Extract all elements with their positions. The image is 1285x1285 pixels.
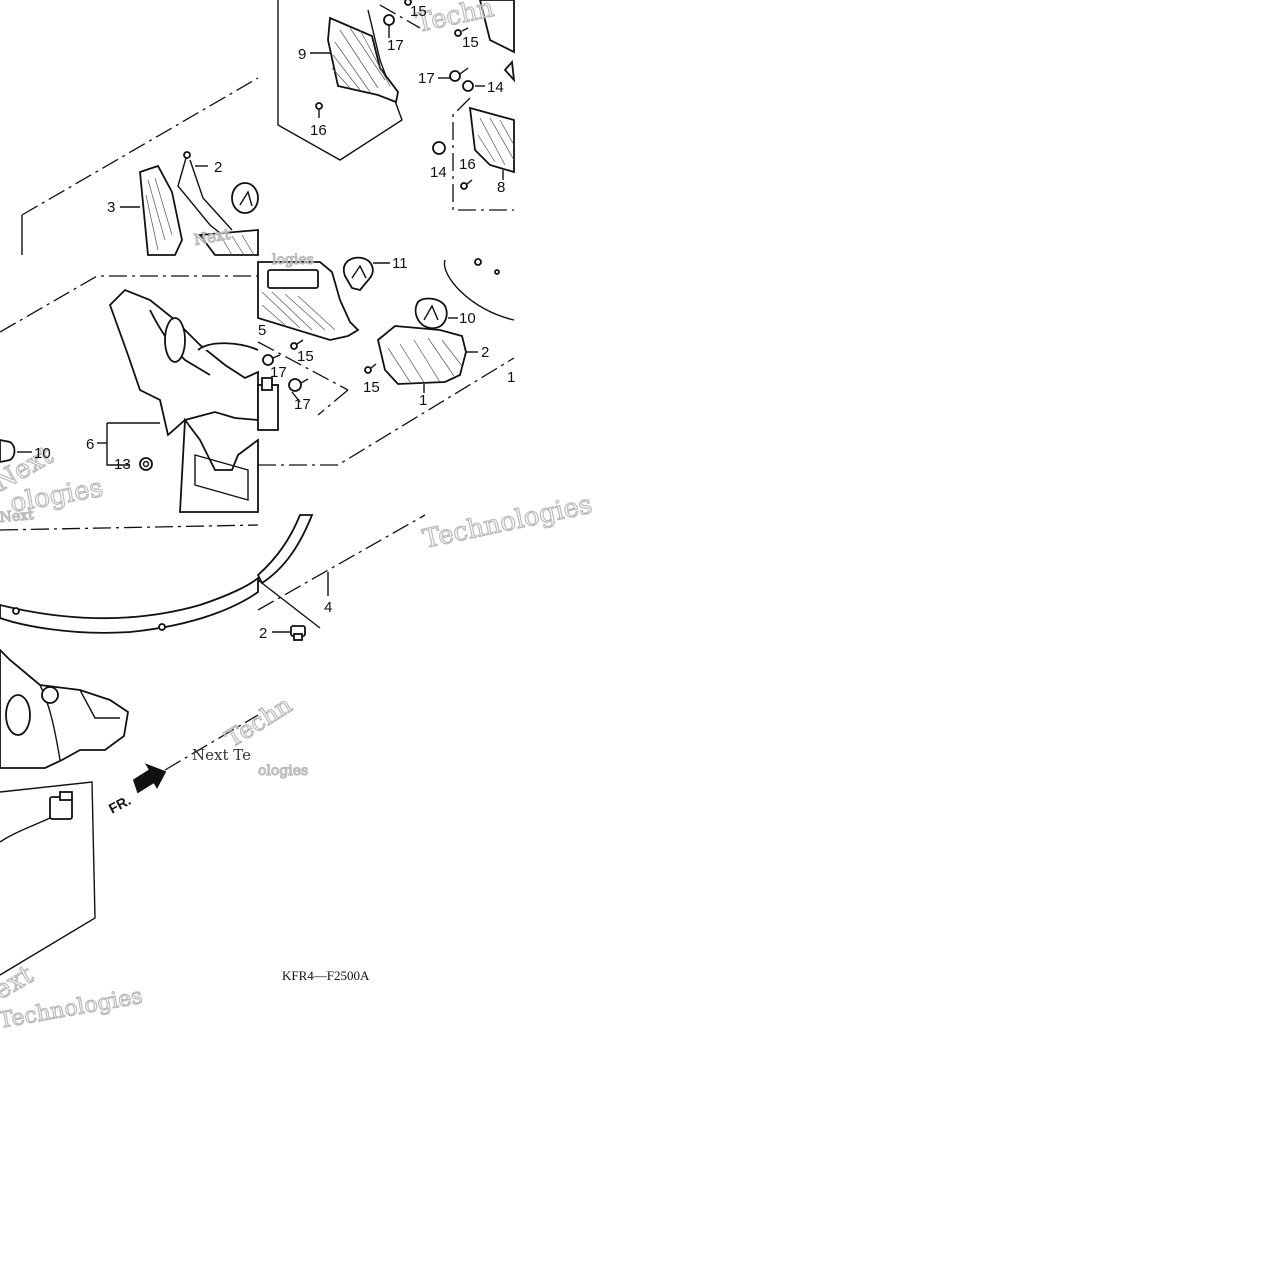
- screw-15-c: [290, 339, 304, 350]
- lens-9: [327, 16, 399, 104]
- callout-15: 15: [462, 34, 479, 51]
- callout-2: 2: [481, 344, 489, 361]
- tile-top-left: [21, 77, 259, 256]
- callout-1: 1: [507, 369, 515, 386]
- watermark-10: ext: [0, 960, 39, 1007]
- fender-4: [256, 514, 314, 585]
- callout-2: 2: [214, 159, 222, 176]
- callout-5: 5: [258, 322, 266, 339]
- front-arrow: FR.: [106, 763, 167, 817]
- lens-3: [139, 164, 183, 256]
- diagram-code: KFR4—F2500A: [282, 968, 370, 983]
- bolt-17-d: [288, 378, 309, 392]
- callout-2: 2: [259, 625, 267, 642]
- callout-17: 17: [387, 37, 404, 54]
- rear-cowl: [108, 288, 259, 437]
- bolt-17-b: [449, 67, 469, 82]
- tile-bottom-middle: [164, 514, 426, 771]
- screw-15-b: [454, 27, 469, 37]
- callouts: 15 17 9 15 17 14 16 14 16 8 2 3 11 10 2 …: [34, 3, 515, 642]
- bolt-17-a: [383, 14, 395, 38]
- bolt-17-c: [262, 354, 281, 366]
- grommet-2: [290, 625, 306, 641]
- callout-10: 10: [459, 310, 476, 327]
- tile-top-right: [277, 0, 516, 211]
- callout-17: 17: [270, 364, 287, 381]
- screw-16-a: [315, 102, 323, 118]
- callout-1: 1: [419, 392, 427, 409]
- callout-8: 8: [497, 179, 505, 196]
- watermark-5: Next: [0, 507, 35, 526]
- watermark-8: Next Te: [192, 746, 251, 764]
- watermark-7: Techn: [220, 691, 296, 753]
- bulb-11: [342, 256, 374, 292]
- watermark-9: ologies: [258, 763, 308, 779]
- callout-9: 9: [298, 46, 306, 63]
- callout-15: 15: [363, 379, 380, 396]
- callout-4: 4: [324, 599, 332, 616]
- callout-11: 11: [392, 255, 408, 272]
- watermark-6: Technologies: [420, 490, 595, 555]
- screw-16-b: [460, 179, 473, 190]
- callout-16: 16: [459, 156, 476, 173]
- nut-14-a: [462, 80, 474, 92]
- callout-14: 14: [487, 79, 504, 96]
- lens-1: [376, 325, 467, 385]
- screw-15-d: [364, 363, 377, 374]
- tile-middle-right: [257, 256, 515, 466]
- tile-middle-left: [0, 275, 279, 513]
- connector: [49, 791, 73, 820]
- callout-13: 13: [114, 456, 131, 473]
- callout-14: 14: [430, 164, 447, 181]
- callout-17: 17: [418, 70, 435, 87]
- screw-15-a: [404, 0, 412, 6]
- callout-3: 3: [107, 199, 115, 216]
- callout-15: 15: [410, 3, 427, 20]
- tile-bottom-left: [0, 524, 259, 976]
- bulb-10-a: [414, 297, 448, 329]
- callout-15: 15: [297, 348, 314, 365]
- bulb-10-b: [0, 439, 16, 463]
- seat-cowl: [0, 576, 259, 634]
- callout-10: 10: [34, 445, 51, 462]
- front-indicator-label: FR.: [106, 792, 133, 817]
- wire-harness: [0, 817, 51, 843]
- nut-13: [139, 457, 153, 471]
- callout-17: 17: [294, 396, 311, 413]
- watermark-2: logies: [272, 252, 314, 268]
- callout-6: 6: [86, 436, 94, 453]
- nut-14-b: [432, 141, 446, 155]
- callout-16: 16: [310, 122, 327, 139]
